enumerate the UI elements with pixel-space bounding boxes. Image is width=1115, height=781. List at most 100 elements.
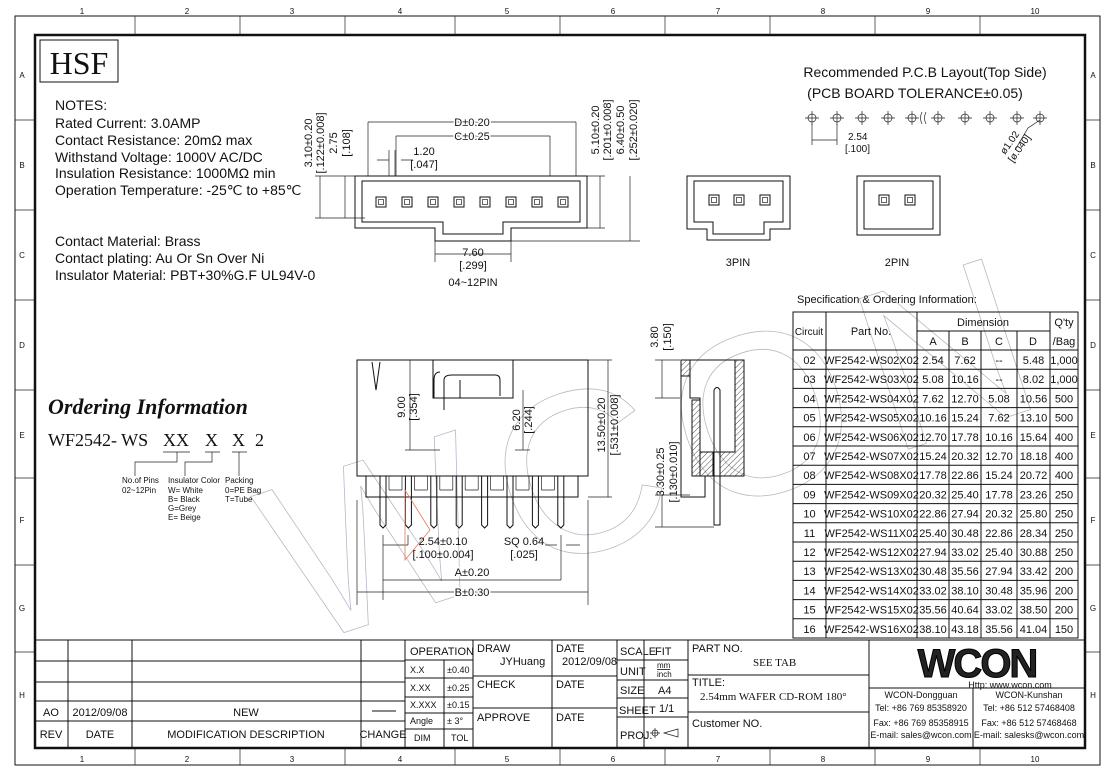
cell-part-no: WF2542-WS03X02 xyxy=(824,374,919,386)
cell-c: 22.86 xyxy=(985,528,1013,540)
dim-6-20-inch: [.244] xyxy=(523,406,535,434)
tol-label: X.XX xyxy=(410,683,431,693)
label-3pin: 3PIN xyxy=(726,257,751,269)
unit-inch: inch xyxy=(657,670,672,679)
pin-square-icon xyxy=(904,194,916,206)
dim-2-75: 2.75 xyxy=(328,132,340,153)
packing-option: 0=PE Bag xyxy=(225,486,261,495)
grid-col-label: 8 xyxy=(821,755,826,764)
cell-a: 5.08 xyxy=(922,374,943,386)
cell-a: 12.70 xyxy=(919,432,947,444)
draw-date: 2012/09/08 xyxy=(562,656,617,668)
pin xyxy=(531,476,539,529)
check-date-label: DATE xyxy=(556,679,585,691)
cell-circuit: 12 xyxy=(803,547,815,559)
cell-qty: 200 xyxy=(1055,585,1073,597)
tol-label: X.XXX xyxy=(410,700,437,710)
grid-row-label: C xyxy=(19,251,25,260)
cell-b: 43.18 xyxy=(951,624,979,636)
unit-label: UNIT xyxy=(620,666,646,678)
pcb-tolerance: (PCB BOARD TOLERANCE±0.05) xyxy=(807,85,1023,101)
revision-rev: AO xyxy=(43,707,59,719)
cell-circuit: 16 xyxy=(803,624,815,636)
dim-7-60-inch: [.299] xyxy=(459,260,487,272)
dim-b: B±0.30 xyxy=(455,587,490,599)
cell-qty: 500 xyxy=(1055,413,1073,425)
grid-col-label: 2 xyxy=(185,755,190,764)
dim-3-80-inch: [.150] xyxy=(662,323,674,351)
pin-square-icon xyxy=(427,196,439,208)
date-label: DATE xyxy=(556,643,585,655)
cell-qty: 400 xyxy=(1055,432,1073,444)
cell-b: 20.32 xyxy=(951,451,979,463)
dim-5-10: 5.10±0.20 xyxy=(590,106,602,155)
cell-c: 5.08 xyxy=(988,393,1009,405)
wcon-logo: WCON xyxy=(918,642,1037,686)
dim-6-20: 6.20 xyxy=(511,409,523,430)
grid-col-label: 3 xyxy=(290,7,295,16)
cell-d: 20.72 xyxy=(1020,470,1048,482)
grid-row-label: D xyxy=(19,341,25,350)
grid-col-label: 4 xyxy=(398,7,403,16)
cell-b: 38.10 xyxy=(951,585,979,597)
notes: NOTES: Rated Current: 3.0AMP Contact Res… xyxy=(55,97,315,283)
cell-circuit: 14 xyxy=(803,585,815,597)
cell-part-no: WF2542-WS13X02 xyxy=(824,566,919,578)
color-option: E= Beige xyxy=(168,513,201,522)
kunshan-email: E-mail: salesks@wcon.com xyxy=(974,730,1084,740)
grid-col-label: 5 xyxy=(505,755,510,764)
cell-c: 15.24 xyxy=(985,470,1013,482)
dim-3-10-inch: [.122±0.008] xyxy=(315,112,327,173)
cell-d: 33.42 xyxy=(1020,566,1048,578)
pin xyxy=(481,476,489,529)
cell-a: 33.02 xyxy=(919,585,947,597)
break-symbol-icon xyxy=(920,111,927,125)
dim-3-30: 3.30±0.25 xyxy=(655,448,667,497)
cell-c: 7.62 xyxy=(988,413,1009,425)
cell-part-no: WF2542-WS10X02 xyxy=(824,509,919,521)
header-d: D xyxy=(1029,336,1037,348)
dim-7-60: 7.60 xyxy=(462,247,483,259)
grid-row-label: B xyxy=(1090,161,1095,170)
dim-sq: SQ 0.64 xyxy=(504,536,544,548)
company-block: WCON Http: www.wcon.com WCON-Dongguan Te… xyxy=(870,642,1084,741)
cell-qty: 250 xyxy=(1055,547,1073,559)
grid-row-label: D xyxy=(1090,341,1096,350)
dim-2-75-inch: [.108] xyxy=(341,129,353,157)
grid-row-label: G xyxy=(1090,604,1096,613)
pin-square-icon xyxy=(375,196,387,208)
header-change: CHANGE xyxy=(359,729,406,741)
dim-d: D±0.20 xyxy=(454,117,489,129)
ordering-code-pins: XX xyxy=(163,430,189,450)
outer-frame xyxy=(14,15,1101,766)
cell-qty: 250 xyxy=(1055,509,1073,521)
tolerance-block: OPERATION X.X ±0.40 X.XX ±0.25 X.XXX ±0.… xyxy=(410,646,474,743)
cell-a: 20.32 xyxy=(919,489,947,501)
company-url: Http: www.wcon.com xyxy=(968,680,1052,690)
cell-b: 30.48 xyxy=(951,528,979,540)
cell-b: 40.64 xyxy=(951,605,979,617)
cell-b: 12.70 xyxy=(951,393,979,405)
cell-b: 33.02 xyxy=(951,547,979,559)
sheet-value: 1/1 xyxy=(659,703,674,715)
size-label: SIZE xyxy=(620,685,644,697)
cell-a: 35.56 xyxy=(919,605,947,617)
approve-date-label: DATE xyxy=(556,712,585,724)
material-line: Insulator Material: PBT+30%G.F UL94V-0 xyxy=(55,267,315,283)
size-value: A4 xyxy=(658,685,671,697)
sheet-label: SHEET xyxy=(619,705,656,717)
cell-d: 13.10 xyxy=(1020,413,1048,425)
cell-part-no: WF2542-WS02X02 xyxy=(824,355,919,367)
scale-value: FIT xyxy=(655,646,672,658)
cell-circuit: 03 xyxy=(803,374,815,386)
cell-d: 8.02 xyxy=(1023,374,1044,386)
notes-heading: NOTES: xyxy=(55,97,107,113)
cell-b: 7.62 xyxy=(954,355,975,367)
cell-qty: 200 xyxy=(1055,605,1073,617)
grid-col-label: 10 xyxy=(1031,7,1040,16)
pins-label: No.of Pins xyxy=(122,476,159,485)
grid-col-label: 8 xyxy=(821,7,826,16)
grid-row-label: E xyxy=(19,431,24,440)
grid-col-label: 4 xyxy=(398,755,403,764)
